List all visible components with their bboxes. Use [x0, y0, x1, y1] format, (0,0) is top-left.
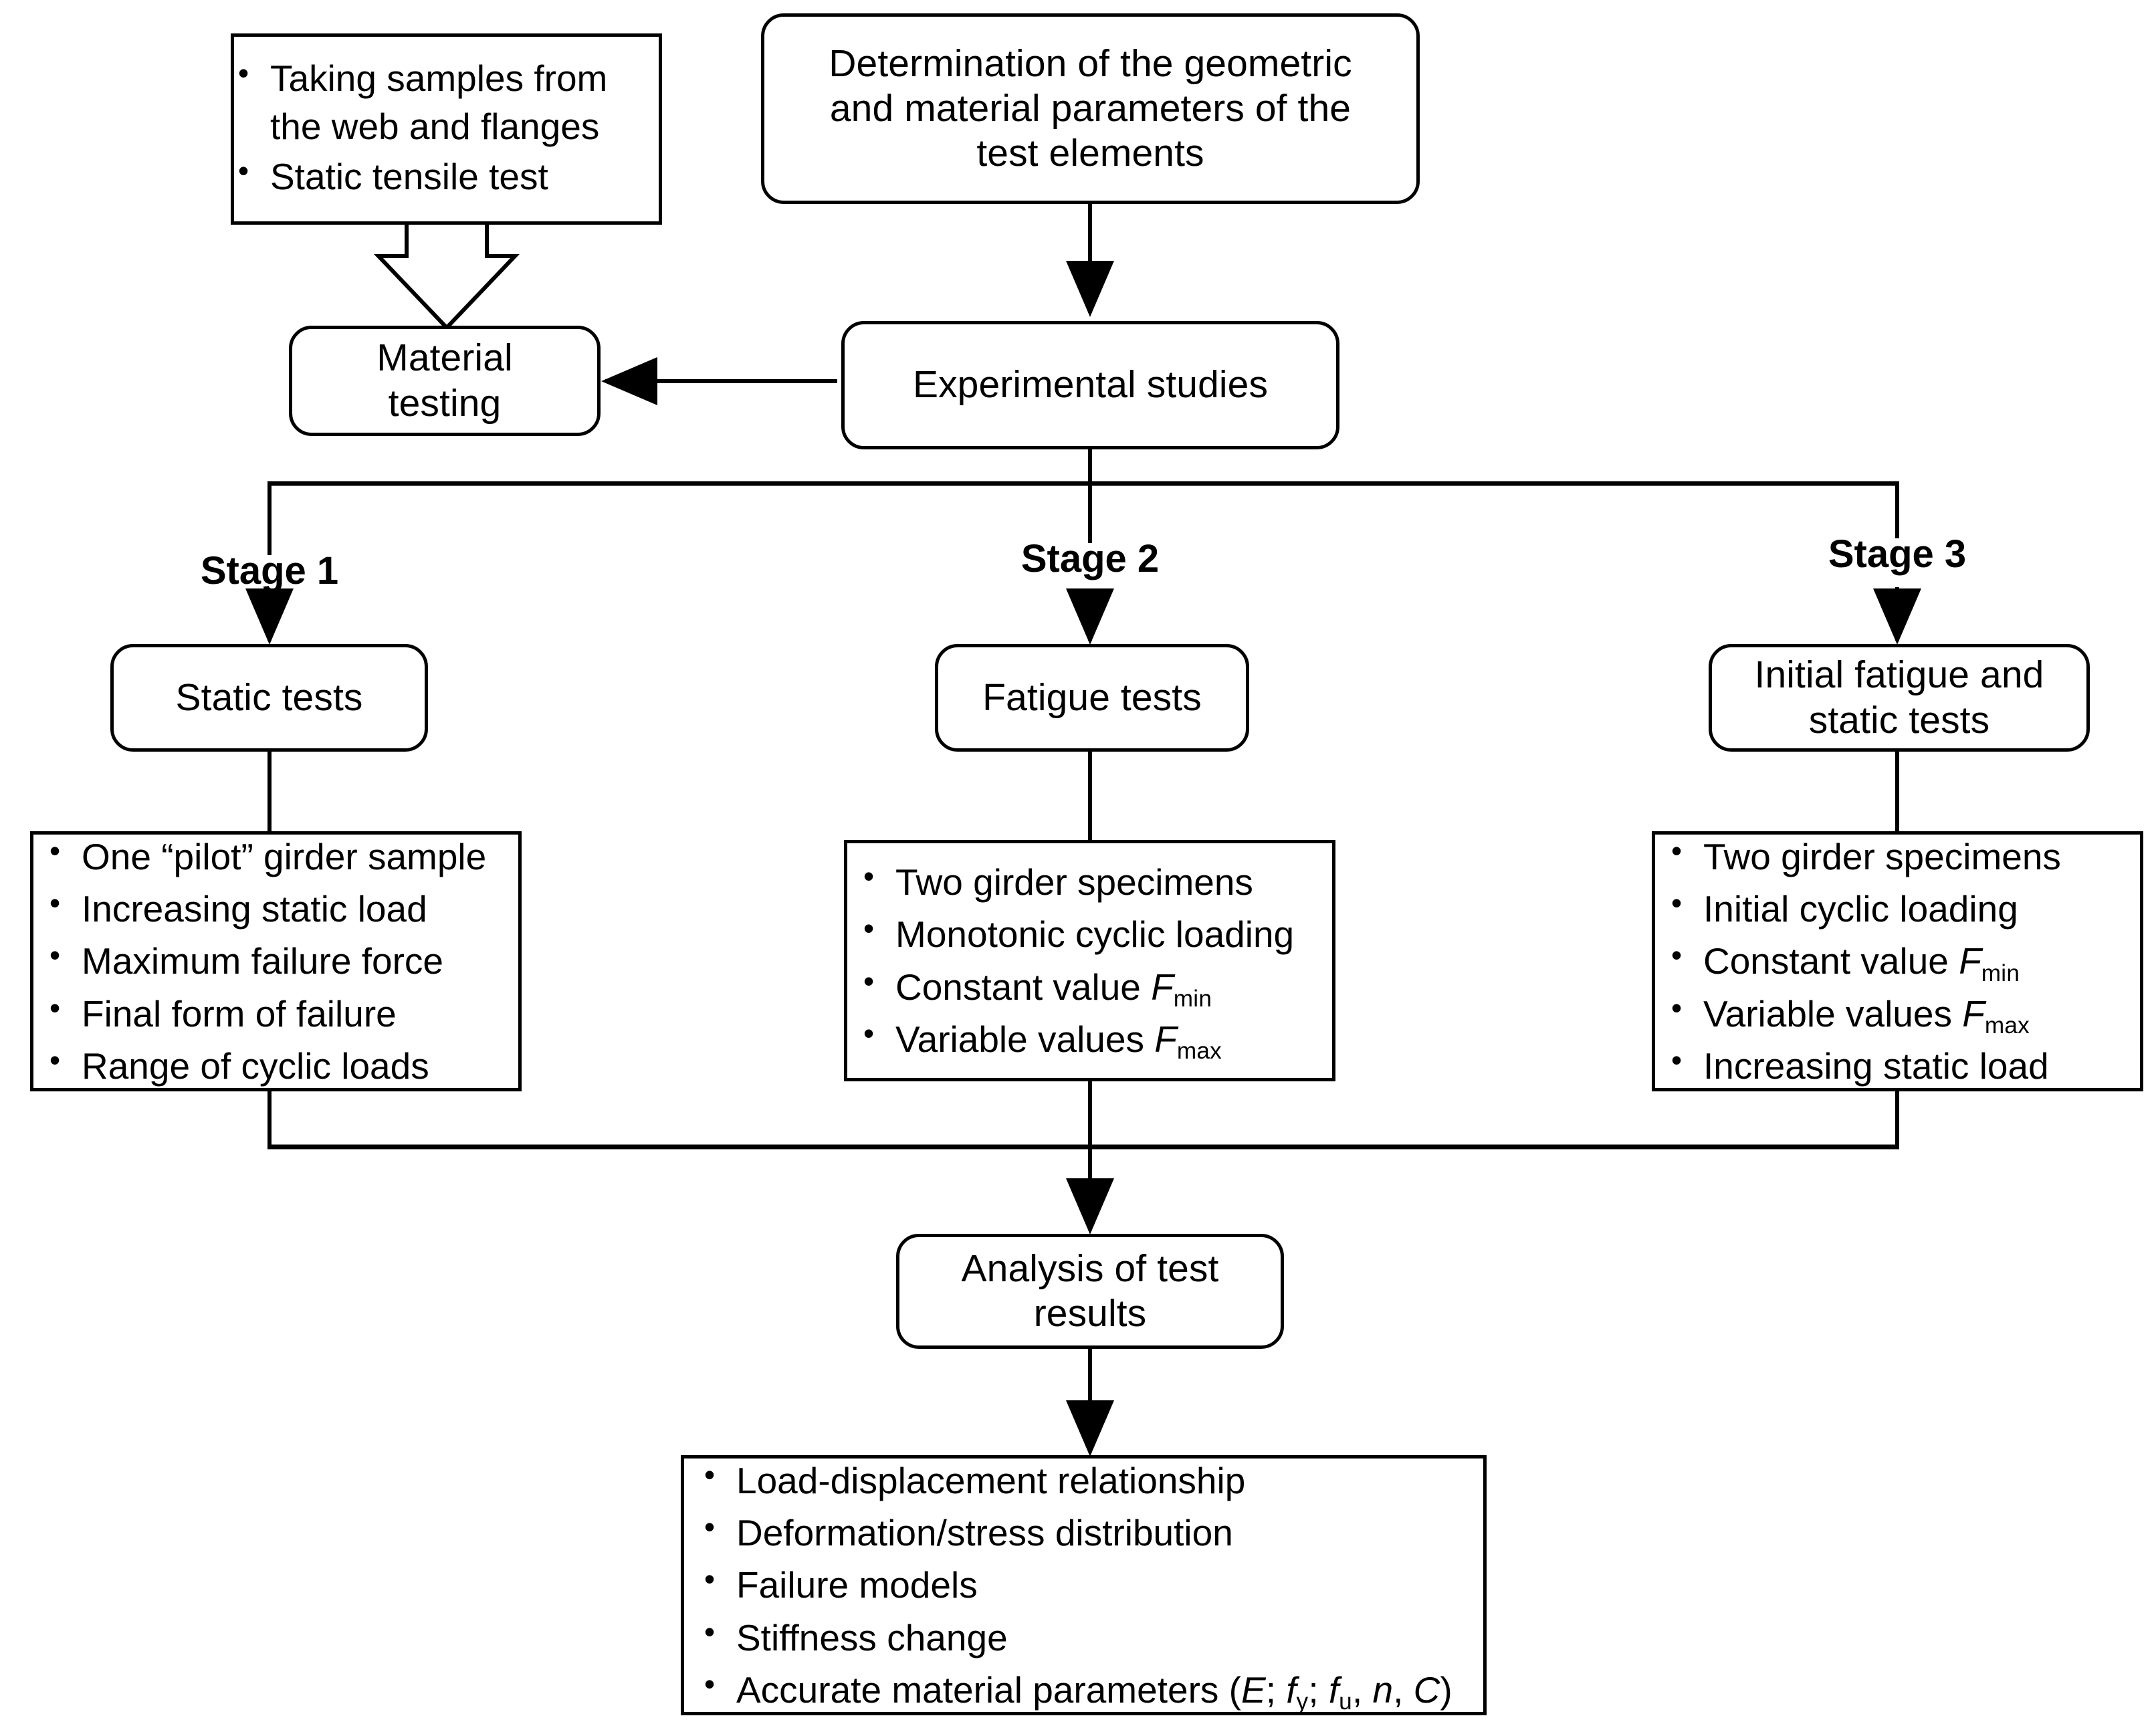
node-fatigue-tests: Fatigue tests	[935, 644, 1249, 752]
list-item: Range of cyclic loads	[45, 1039, 518, 1092]
list-item: Variable values Fmax	[1667, 986, 2140, 1040]
list-item: Two girder specimens	[859, 855, 1332, 908]
list-item: Maximum failure force	[45, 934, 518, 987]
list-item: Constant value Fmin	[1667, 934, 2140, 987]
variable-symbol: Fmin	[1959, 940, 2020, 986]
list-item: Final form of failure	[45, 986, 518, 1040]
variable-subscript: max	[1176, 1038, 1222, 1065]
node-analysis-label: Analysis of test results	[961, 1247, 1219, 1335]
variable-symbol: E	[1241, 1668, 1266, 1711]
variable-symbol: Fmax	[1154, 1018, 1222, 1065]
variable-subscript: max	[1984, 1012, 2030, 1039]
stage1-details-list: One “pilot” girder sampleIncreasing stat…	[45, 829, 518, 1092]
list-item: Increasing static load	[1667, 1039, 2140, 1092]
node-experimental-studies-label: Experimental studies	[912, 363, 1269, 407]
list-item: Increasing static load	[45, 881, 518, 935]
list-item: Variable values Fmax	[859, 1012, 1332, 1065]
results-details-box: Load-displacement relationshipDeformatio…	[681, 1453, 1487, 1716]
node-static-tests-label: Static tests	[175, 675, 363, 719]
stage-3-label: Stage 3	[1828, 532, 1967, 576]
node-initial-fatigue-static-tests-label: Initial fatigue and static tests	[1754, 653, 2044, 742]
node-fatigue-tests-label: Fatigue tests	[982, 675, 1202, 719]
variable-symbol: C	[1413, 1668, 1440, 1711]
stage-2-label: Stage 2	[1020, 537, 1160, 580]
stage3-details-box: Two girder specimensInitial cyclic loadi…	[1652, 829, 2143, 1092]
node-material-testing-label: Material testing	[376, 336, 513, 425]
node-experimental-studies: Experimental studies	[841, 321, 1339, 449]
stage1-details-box: One “pilot” girder sampleIncreasing stat…	[30, 829, 522, 1092]
variable-subscript: y	[1296, 1689, 1309, 1715]
list-item: Constant value Fmin	[859, 959, 1332, 1013]
variable-subscript: u	[1339, 1689, 1352, 1715]
list-item: One “pilot” girder sample	[45, 829, 518, 883]
stage-1-label: Stage 1	[200, 549, 339, 592]
list-item: Load-displacement relationship	[700, 1453, 1483, 1507]
node-material-testing: Material testing	[289, 326, 601, 436]
list-item: Taking samples from the web and flanges	[234, 53, 659, 150]
variable-symbol: Fmax	[1962, 992, 2030, 1039]
list-item: Failure models	[700, 1557, 1483, 1611]
list-item: Stiffness change	[700, 1610, 1483, 1664]
variable-symbol: fy	[1286, 1668, 1309, 1715]
node-analysis: Analysis of test results	[896, 1234, 1284, 1349]
node-initial-fatigue-static-tests: Initial fatigue and static tests	[1709, 644, 2090, 752]
variable-symbol: n	[1372, 1668, 1394, 1711]
list-item: Monotonic cyclic loading	[859, 907, 1332, 960]
list-item: Initial cyclic loading	[1667, 881, 2140, 935]
variable-symbol: Fmin	[1151, 966, 1212, 1012]
variable-subscript: min	[1173, 986, 1212, 1012]
list-item: Two girder specimens	[1667, 829, 2140, 883]
list-item: Accurate material parameters (E; fy; fu,…	[700, 1662, 1483, 1716]
node-determination-label: Determination of the geometric and mater…	[829, 41, 1352, 175]
variable-subscript: min	[1981, 960, 2020, 986]
node-static-tests: Static tests	[110, 644, 428, 752]
block-arrow-sampling-to-material-testing	[373, 223, 520, 331]
material-sampling-box: Taking samples from the web and flanges …	[231, 33, 662, 225]
node-determination: Determination of the geometric and mater…	[761, 13, 1420, 204]
list-item: Static tensile test	[234, 149, 659, 203]
variable-symbol: fu	[1328, 1668, 1352, 1715]
stage3-details-list: Two girder specimensInitial cyclic loadi…	[1667, 829, 2140, 1092]
material-sampling-list: Taking samples from the web and flanges …	[234, 53, 659, 203]
stage2-details-list: Two girder specimensMonotonic cyclic loa…	[859, 855, 1332, 1065]
list-item: Deformation/stress distribution	[700, 1505, 1483, 1559]
stage2-details-box: Two girder specimensMonotonic cyclic loa…	[844, 840, 1335, 1081]
results-details-list: Load-displacement relationshipDeformatio…	[700, 1453, 1483, 1716]
